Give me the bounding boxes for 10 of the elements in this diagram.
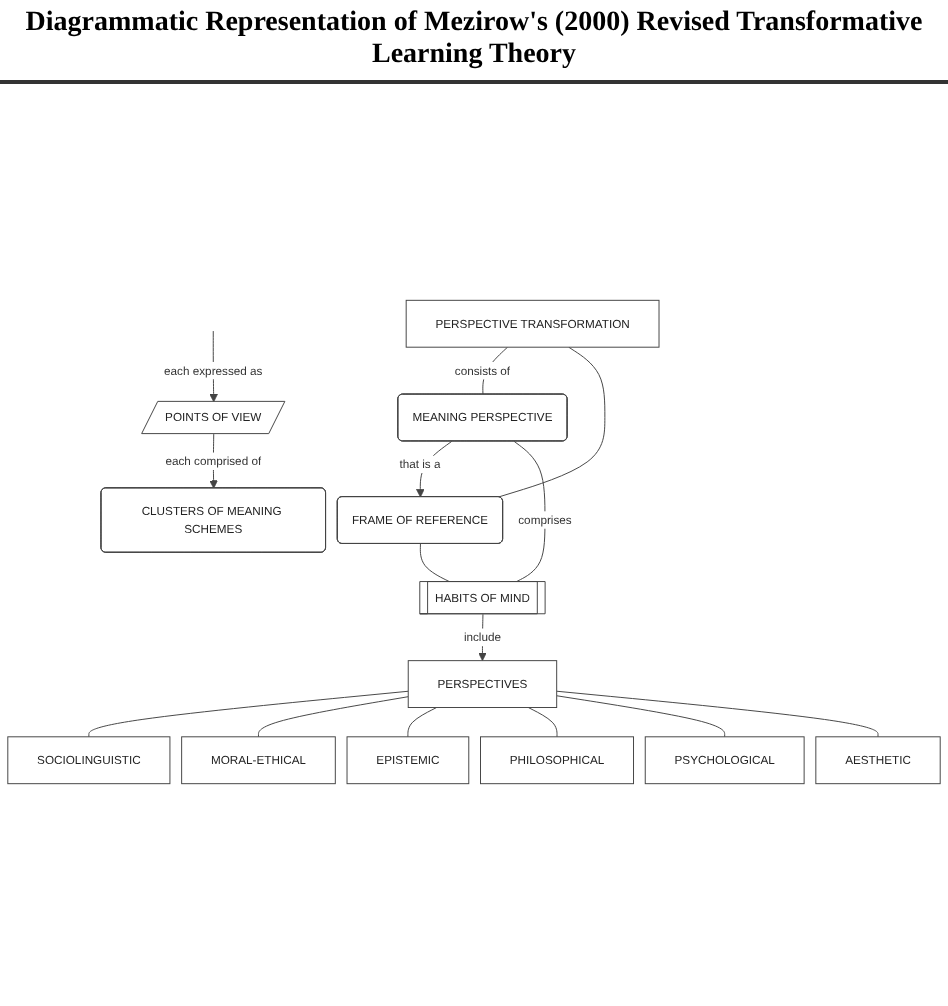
connector [513,440,546,583]
connector [407,707,438,738]
connector [497,346,606,498]
title: Diagrammatic Representation of Mezirow's (2000) Revised Transformative Learning Theory [0,0,948,84]
connector [556,695,726,738]
connector [419,543,451,583]
connector [556,690,879,738]
connector [527,707,558,738]
connector [258,696,409,738]
connector [88,690,409,738]
